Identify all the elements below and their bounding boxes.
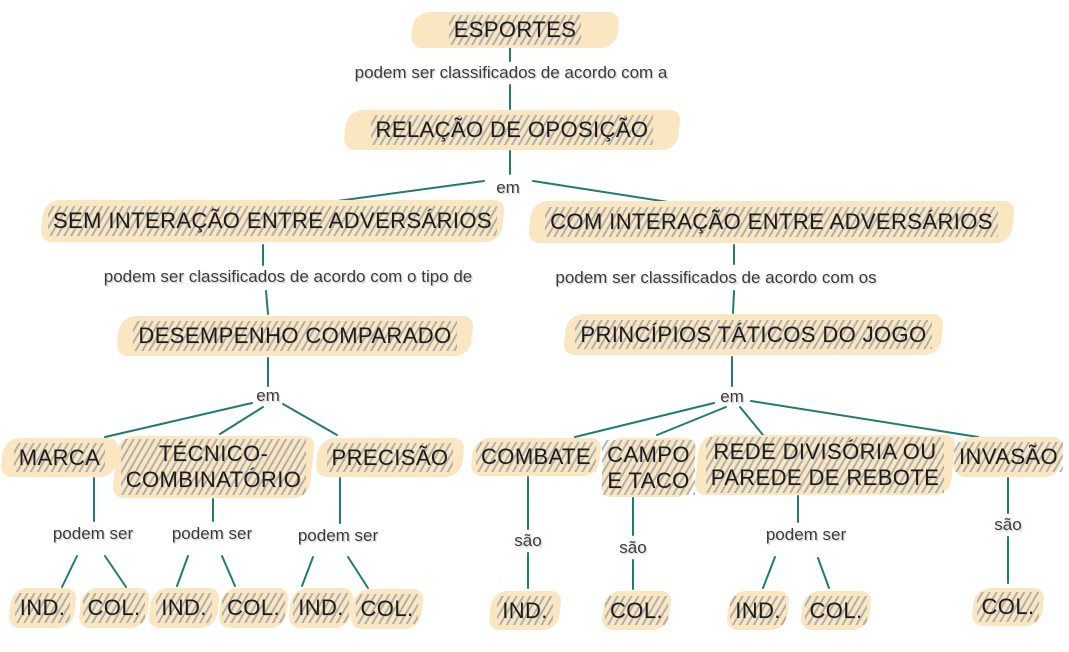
edge-label-tecnico-podem-ser: podem ser	[171, 524, 253, 543]
node-combate-label: COMBATE	[476, 442, 596, 472]
edge-label-combate-sao: são	[514, 531, 542, 550]
node-desempenho-label: DESEMPENHO COMPARADO	[133, 321, 457, 351]
node-rede-ind: IND.	[728, 591, 788, 630]
node-com-interacao-label: COM INTERAÇÃO ENTRE ADVERSÁRIOS	[545, 207, 998, 237]
node-rede-divisoria: REDE DIVISÓRIA OU PAREDE DE REBOTE	[697, 435, 953, 495]
edge-label-principios-em: em	[720, 387, 744, 406]
line-label-desempenho	[265, 290, 269, 315]
node-campo-e-taco: CAMPO E TACO	[602, 438, 695, 497]
edge-label-rede-podem-ser: podem ser	[765, 525, 847, 544]
line-em-combate	[574, 402, 715, 438]
edge-label-invasao-sao: são	[994, 515, 1022, 534]
node-campo-col-label: COL.	[605, 595, 668, 626]
line-marca-col	[104, 555, 127, 588]
node-rede-col: COL.	[802, 591, 870, 630]
node-desempenho-comparado: DESEMPENHO COMPARADO	[118, 316, 472, 356]
node-marca-col-label: COL.	[82, 593, 146, 623]
node-precisao-col-label: COL.	[355, 594, 419, 624]
node-marca-ind-label: IND.	[14, 593, 71, 623]
node-esportes-label: ESPORTES	[448, 15, 582, 45]
node-tecnico-col-label: COL.	[222, 593, 285, 623]
node-tecnico-col: COL.	[220, 588, 287, 628]
line-tecnico-ind	[176, 555, 189, 587]
node-tecnico-label: TÉCNICO- COMBINATÓRIO	[120, 439, 307, 495]
line-em-sem-interacao	[329, 180, 485, 203]
line-em-marca	[104, 402, 253, 438]
node-rede-label: REDE DIVISÓRIA OU PAREDE DE REBOTE	[705, 437, 945, 493]
node-sem-interacao-label: SEM INTERAÇÃO ENTRE ADVERSÁRIOS	[47, 206, 498, 236]
node-principios-taticos: PRINCÍPIOS TÁTICOS DO JOGO	[565, 314, 942, 355]
node-campo-label: CAMPO E TACO	[602, 439, 695, 496]
node-precisao-ind: IND.	[290, 588, 352, 628]
line-marca-ind	[61, 555, 78, 588]
edge-label-com-principios: podem ser classificados de acordo com os	[555, 268, 877, 287]
edge-label-campo-sao: são	[619, 538, 647, 557]
edge-label-sem-desempenho: podem ser classificados de acordo com o …	[103, 267, 473, 286]
node-marca-col: COL.	[80, 588, 148, 628]
node-marca-label: MARCA	[13, 442, 106, 473]
line-rede-ind	[762, 556, 776, 589]
line-tecnico-col	[221, 555, 236, 587]
line-rede-col	[817, 557, 830, 589]
node-marca-ind: IND.	[10, 588, 75, 628]
line-em-rede	[739, 406, 764, 436]
node-rede-col-label: COL.	[804, 595, 868, 626]
node-marca: MARCA	[2, 438, 117, 477]
line-em-campo	[656, 406, 727, 436]
node-tecnico-ind: IND.	[150, 588, 218, 628]
node-rede-ind-label: IND.	[730, 595, 786, 626]
node-tecnico-combinatorio: TÉCNICO- COMBINATÓRIO	[115, 436, 312, 498]
node-invasao-col-label: COL.	[976, 592, 1040, 622]
line-em-invasao	[750, 400, 979, 438]
node-principios-label: PRINCÍPIOS TÁTICOS DO JOGO	[575, 319, 932, 350]
node-relacao-de-oposicao: RELAÇÃO DE OPOSIÇÃO	[345, 110, 679, 150]
node-combate-ind: IND.	[490, 591, 560, 630]
node-precisao-col: COL.	[352, 589, 422, 629]
edge-label-desempenho-em: em	[256, 386, 280, 405]
edge-label-precisao-podem-ser: podem ser	[297, 526, 379, 545]
edge-label-relacao-em: em	[496, 178, 520, 197]
node-sem-interacao: SEM INTERAÇÃO ENTRE ADVERSÁRIOS	[42, 200, 503, 242]
node-invasao-col: COL.	[973, 588, 1043, 626]
line-label-principios	[732, 290, 735, 314]
node-combate-ind-label: IND.	[497, 595, 553, 626]
node-invasao-label: INVASÃO	[954, 442, 1063, 472]
node-precisao-label: PRECISÃO	[326, 442, 454, 473]
node-esportes: ESPORTES	[412, 12, 618, 48]
node-invasao: INVASÃO	[954, 437, 1063, 477]
node-precisao-ind-label: IND.	[293, 593, 349, 623]
line-em-tecnico	[219, 406, 264, 435]
line-precisao-ind	[301, 556, 314, 587]
node-com-interacao: COM INTERAÇÃO ENTRE ADVERSÁRIOS	[530, 201, 1013, 243]
node-tecnico-ind-label: IND.	[156, 593, 212, 623]
node-relacao-label: RELAÇÃO DE OPOSIÇÃO	[370, 115, 654, 145]
edge-label-esportes-relacao: podem ser classificados de acordo com a	[354, 63, 668, 82]
edge-label-marca-podem-ser: podem ser	[52, 524, 134, 543]
line-em-precisao	[282, 403, 338, 436]
line-precisao-col	[347, 556, 369, 589]
node-campo-col: COL.	[603, 591, 670, 630]
node-combate: COMBATE	[472, 438, 600, 476]
node-precisao: PRECISÃO	[317, 438, 463, 477]
